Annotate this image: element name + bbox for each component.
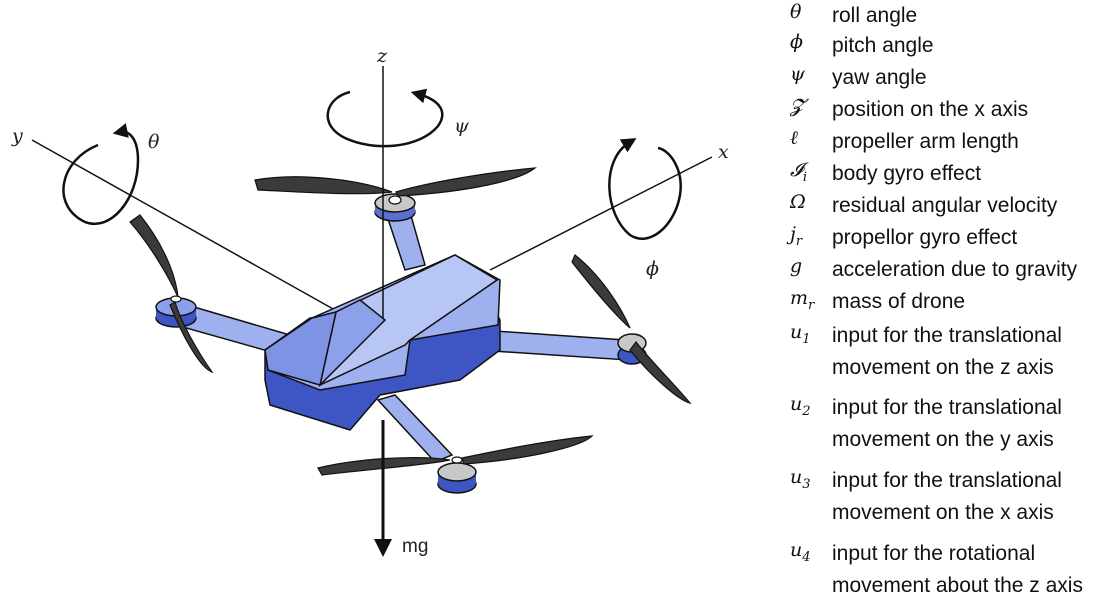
legend-symbol-char: 𝓩	[790, 95, 804, 117]
legend-row: ℓ propeller arm length	[790, 126, 1102, 158]
legend-description: input for the translational movement on …	[832, 469, 1062, 524]
legend-description: mass of drone	[832, 290, 966, 313]
legend-description: pitch angle	[832, 34, 934, 57]
legend-symbol-subscript: 2	[802, 403, 811, 419]
legend-description: residual angular velocity	[832, 194, 1058, 217]
pitch-rotation-arrow	[608, 138, 682, 240]
legend-symbol-subscript: 1	[802, 331, 811, 347]
legend-description: propellor gyro effect	[832, 226, 1018, 249]
z-axis-label: z	[376, 45, 388, 67]
legend-symbol: u2	[790, 392, 832, 456]
arm-front	[376, 394, 454, 463]
y-axis-label: y	[11, 125, 23, 147]
legend-symbol: g	[790, 254, 832, 286]
legend-symbol-char: j	[790, 223, 796, 245]
legend-symbol: u1	[790, 320, 832, 384]
legend-description: position on the x axis	[832, 98, 1029, 121]
legend-row: θ roll angle	[790, 0, 1102, 32]
gravity-label: mg	[402, 536, 428, 557]
legend-symbol: θ	[790, 0, 832, 32]
legend-description: input for the rotational movement about …	[832, 542, 1083, 597]
legend-symbol: ϕ	[790, 30, 832, 62]
legend-row: g acceleration due to gravity	[790, 254, 1102, 286]
propeller-left	[129, 214, 179, 298]
legend-symbol-char: u	[790, 539, 803, 561]
legend-symbol: u4	[790, 538, 832, 602]
x-axis-line	[489, 156, 713, 271]
legend-row: ϕ pitch angle	[790, 30, 1102, 62]
legend-symbol: jr	[790, 222, 832, 254]
legend-description: propeller arm length	[832, 130, 1019, 153]
legend-symbol-char: g	[790, 255, 803, 277]
legend-symbol-char: 𝓘	[790, 159, 803, 181]
legend-symbol: u3	[790, 465, 832, 529]
legend-symbol-char: u	[790, 321, 803, 343]
roll-rotation-arrow	[62, 123, 140, 225]
legend-description: acceleration due to gravity	[832, 258, 1078, 281]
legend-symbol: mr	[790, 286, 832, 318]
propeller-back-right	[254, 176, 393, 195]
yaw-symbol-label: ψ	[454, 115, 470, 137]
legend-symbol-subscript: 4	[802, 549, 811, 565]
legend-description: input for the translational movement on …	[832, 324, 1062, 379]
legend-symbol: 𝓘i	[790, 158, 832, 190]
legend-description: body gyro effect	[832, 162, 982, 185]
legend-symbol: Ω	[790, 190, 832, 222]
legend-symbol-char: u	[790, 393, 803, 415]
legend-row: ψ yaw angle	[790, 62, 1102, 94]
roll-symbol-label: θ	[148, 131, 160, 153]
legend-description: input for the translational movement on …	[832, 396, 1062, 451]
y-axis-line	[31, 139, 336, 311]
legend-symbol-char: m	[790, 287, 809, 309]
legend-symbol-char: ϕ	[790, 31, 803, 53]
legend-description: yaw angle	[832, 66, 927, 89]
legend-symbol: ℓ	[790, 126, 832, 158]
legend-symbol-char: ψ	[790, 63, 805, 85]
legend-symbol-char: ℓ	[790, 127, 798, 149]
x-axis-label: x	[718, 141, 729, 163]
legend-symbol-char: Ω	[790, 191, 806, 213]
legend-symbol-subscript: i	[802, 169, 808, 185]
legend-symbol: ψ	[790, 62, 832, 94]
legend-symbol-char: θ	[790, 1, 802, 23]
legend-symbol-subscript: r	[808, 297, 815, 313]
propeller-right	[571, 254, 631, 329]
legend-description: roll angle	[832, 4, 918, 27]
legend-symbol-char: u	[790, 466, 803, 488]
pitch-symbol-label: ϕ	[646, 258, 659, 280]
yaw-rotation-arrow	[326, 88, 444, 148]
legend-symbol-subscript: r	[795, 233, 803, 249]
legend-symbol-subscript: 3	[802, 476, 811, 492]
legend-symbol: 𝓩	[790, 94, 832, 126]
drone-diagram: z y x ψ θ ϕ mg	[11, 45, 729, 557]
